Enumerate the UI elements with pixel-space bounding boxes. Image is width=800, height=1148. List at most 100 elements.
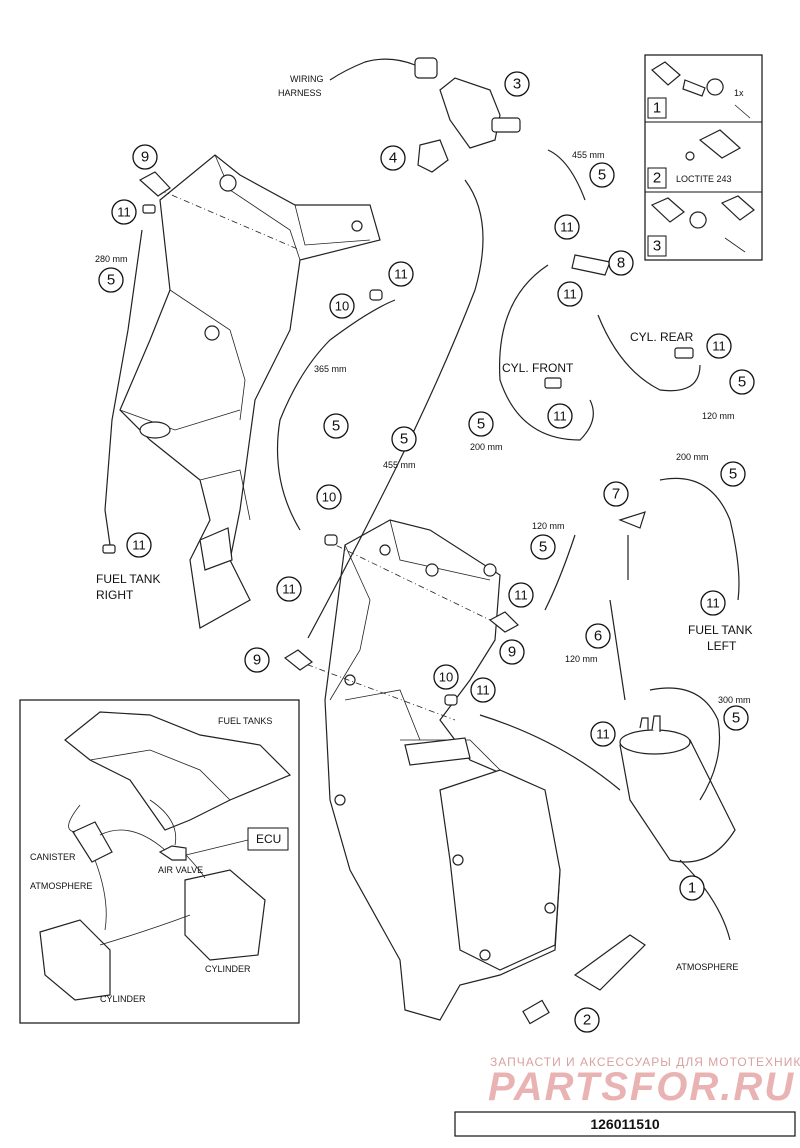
air-valve	[329, 57, 521, 149]
svg-text:5: 5	[539, 539, 547, 556]
canister	[619, 715, 736, 863]
step-1-number: 1	[653, 100, 661, 117]
callout-10a: 10	[329, 293, 355, 319]
svg-text:5: 5	[400, 431, 408, 448]
one-x-label: 1x	[734, 88, 744, 98]
svg-text:10: 10	[335, 299, 349, 314]
svg-text:1: 1	[688, 880, 696, 897]
svg-text:9: 9	[253, 652, 261, 669]
cyl-front-label: CYL. FRONT	[502, 361, 574, 375]
callout-11e: 11	[706, 333, 732, 359]
vent-bracket	[522, 999, 550, 1025]
vent-filter	[573, 934, 646, 991]
callout-5i: 5	[723, 705, 749, 731]
callouts: 1 2 3 4 5 5 5 5 5 5 5 5 5 6 7 8 9 9 9 10…	[98, 71, 755, 1033]
fuel-tank-left-label-1: FUEL TANK	[688, 623, 752, 637]
callout-4: 4	[380, 145, 406, 171]
callout-11b: 11	[388, 261, 414, 287]
length-120-mid: 120 mm	[532, 521, 565, 531]
svg-text:9: 9	[508, 644, 516, 661]
callout-9c: 9	[499, 639, 525, 665]
watermark-logo: PARTSFOR.RU	[488, 1065, 795, 1109]
length-200-left: 200 mm	[676, 452, 709, 462]
length-120-rear: 120 mm	[702, 411, 735, 421]
svg-text:11: 11	[563, 287, 577, 302]
callout-11h: 11	[276, 576, 302, 602]
right-fuel-tank	[119, 154, 381, 629]
drawing-code-box: 126011510	[454, 1111, 796, 1137]
svg-text:11: 11	[117, 205, 131, 220]
connectors	[102, 171, 694, 706]
assembly-steps-box: 1 2 3 1x LOCTITE 243	[644, 54, 763, 261]
watermark: ЗАПЧАСТИ И АКСЕССУАРЫ ДЛЯ МОТОТЕХНИКИ PA…	[488, 1055, 800, 1109]
inset-atmosphere: ATMOSPHERE	[30, 881, 92, 891]
labels: WIRING HARNESS CYL. FRONT CYL. REAR FUEL…	[95, 74, 752, 972]
fuel-tank-left-label-2: LEFT	[707, 639, 737, 653]
wiring-harness-label-1: WIRING	[290, 74, 324, 84]
callout-8: 8	[608, 250, 634, 276]
bracket	[417, 139, 449, 173]
cyl-rear-label: CYL. REAR	[630, 330, 694, 344]
length-365: 365 mm	[314, 364, 347, 374]
svg-text:11: 11	[514, 588, 528, 603]
svg-text:10: 10	[322, 490, 336, 505]
callout-5d: 5	[391, 426, 417, 452]
svg-text:6: 6	[594, 628, 602, 645]
svg-text:11: 11	[560, 220, 574, 235]
alignment-lines	[159, 189, 491, 721]
svg-text:11: 11	[132, 538, 146, 553]
svg-text:4: 4	[389, 150, 397, 167]
callout-11c: 11	[554, 214, 580, 240]
inset-air-valve: AIR VALVE	[158, 865, 203, 875]
drawing-code: 126011510	[590, 1116, 660, 1132]
svg-text:5: 5	[332, 418, 340, 435]
callout-11d: 11	[557, 281, 583, 307]
callout-11j: 11	[700, 590, 726, 616]
length-455-top: 455 mm	[572, 150, 605, 160]
svg-text:2: 2	[583, 1012, 591, 1029]
length-200-front: 200 mm	[470, 442, 503, 452]
svg-text:5: 5	[477, 416, 485, 433]
svg-text:11: 11	[394, 267, 408, 282]
inset-canister: CANISTER	[30, 852, 76, 862]
atmosphere-label: ATMOSPHERE	[676, 962, 738, 972]
callout-3: 3	[504, 71, 530, 97]
svg-text:3: 3	[513, 76, 521, 93]
callout-9a: 9	[132, 144, 158, 170]
svg-text:11: 11	[282, 582, 296, 597]
length-300: 300 mm	[718, 695, 751, 705]
svg-text:5: 5	[738, 374, 746, 391]
svg-text:11: 11	[553, 409, 567, 424]
svg-text:10: 10	[439, 670, 453, 685]
callout-11i: 11	[508, 582, 534, 608]
svg-text:5: 5	[598, 167, 606, 184]
length-455-mid: 455 mm	[383, 460, 416, 470]
callout-7: 7	[603, 481, 629, 507]
length-120-six: 120 mm	[565, 654, 598, 664]
watermark-tagline: ЗАПЧАСТИ И АКСЕССУАРЫ ДЛЯ МОТОТЕХНИКИ	[490, 1055, 800, 1069]
hoses	[104, 149, 740, 941]
callout-11f: 11	[547, 403, 573, 429]
schematic-inset: FUEL TANKS ECU CANISTER ATMOSPHERE AIR V…	[19, 699, 300, 1024]
svg-text:7: 7	[612, 486, 620, 503]
callout-11l: 11	[590, 721, 616, 747]
callout-10c: 10	[433, 664, 459, 690]
callout-11g: 11	[126, 532, 152, 558]
svg-text:5: 5	[107, 272, 115, 289]
fuel-tank-right-label-1: FUEL TANK	[96, 572, 160, 586]
wiring-harness-label-2: HARNESS	[278, 88, 322, 98]
callout-11k: 11	[470, 677, 496, 703]
inset-cylinder-lower: CYLINDER	[100, 994, 146, 1004]
callout-6: 6	[585, 623, 611, 649]
left-fuel-tank	[324, 519, 561, 1021]
inset-cylinder-upper: CYLINDER	[205, 964, 251, 974]
callout-5c: 5	[323, 413, 349, 439]
svg-text:5: 5	[729, 466, 737, 483]
loctite-label: LOCTITE 243	[676, 174, 732, 184]
svg-text:9: 9	[141, 149, 149, 166]
callout-5h: 5	[530, 534, 556, 560]
callout-10b: 10	[316, 484, 342, 510]
inset-fuel-tanks: FUEL TANKS	[218, 716, 272, 726]
callout-9b: 9	[244, 647, 270, 673]
